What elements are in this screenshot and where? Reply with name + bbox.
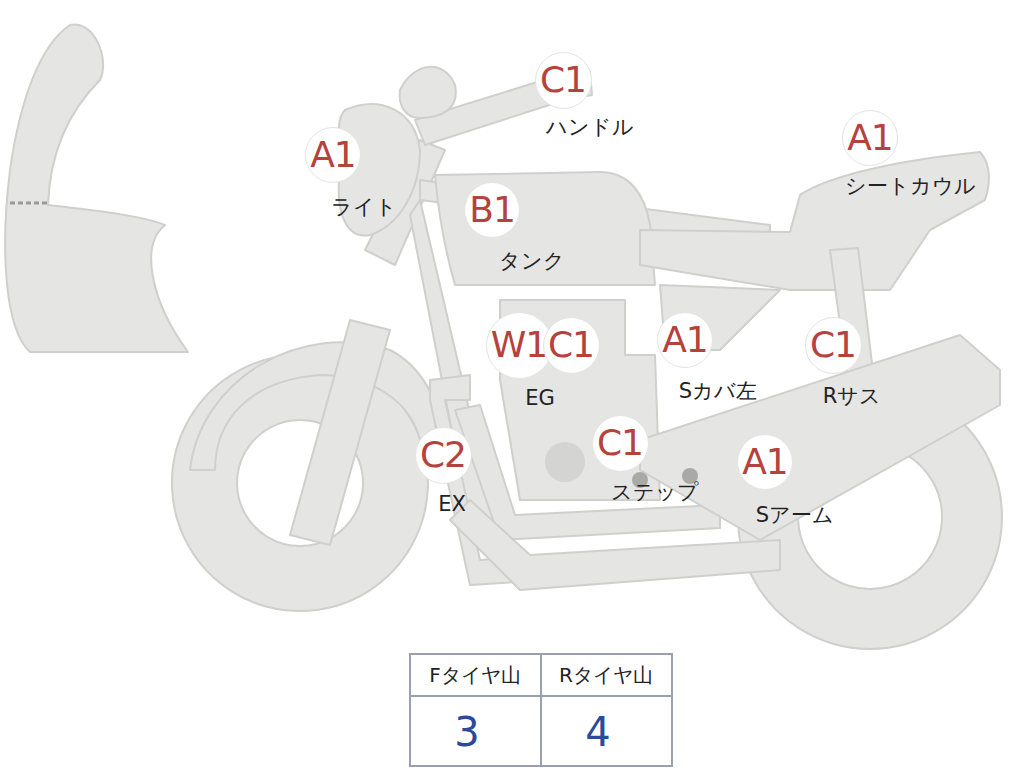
callout-node: C1 xyxy=(547,321,595,369)
callout-code: B1 xyxy=(469,192,515,228)
callout-circle: A1 xyxy=(305,127,361,183)
callout-node: B1タンク xyxy=(468,186,516,234)
part-name: シートカウル xyxy=(845,175,976,198)
callout-node: A1シートカウル xyxy=(846,114,894,162)
callout-code: C1 xyxy=(810,327,856,363)
part-name: タンク xyxy=(499,250,565,273)
table-value: 4 xyxy=(585,712,610,752)
callout-node: C1ステップ xyxy=(596,419,644,467)
callout-circle: C1 xyxy=(805,317,862,374)
callout-node: C2EX xyxy=(419,431,467,479)
callout-code: C2 xyxy=(420,437,466,473)
callout-circle: A1 xyxy=(657,312,713,368)
part-name: Rサス xyxy=(823,385,882,408)
part-name: ハンドル xyxy=(546,116,634,139)
callout-node: A1Sカバ左 xyxy=(661,316,709,364)
callout-code: A1 xyxy=(310,137,356,173)
part-name: EG xyxy=(525,388,555,409)
callout-code: A1 xyxy=(847,120,893,156)
callout-code: A1 xyxy=(662,322,708,358)
part-name: ライト xyxy=(331,196,397,219)
callout-node: W1 xyxy=(495,321,543,369)
callout-circle: C1 xyxy=(592,415,649,472)
callout-node: C1ハンドル xyxy=(539,56,587,104)
part-name: ステップ xyxy=(611,481,699,504)
callout-circle: C2 xyxy=(415,427,472,484)
callout-code: C1 xyxy=(597,425,643,461)
callout-code: C1 xyxy=(540,62,586,98)
table-value: 3 xyxy=(454,712,479,752)
table-header: Rタイヤ山 xyxy=(559,665,653,685)
callout-node: C1Rサス xyxy=(809,321,857,369)
callout-circle: B1 xyxy=(464,182,520,238)
callout-code: C1 xyxy=(548,327,594,363)
callout-node: A1Sアーム xyxy=(741,438,789,486)
callout-circle: C1 xyxy=(543,317,600,374)
table-header: Fタイヤ山 xyxy=(429,665,521,685)
callout-node: A1ライト xyxy=(309,131,357,179)
callout-circle: A1 xyxy=(737,434,793,490)
part-name: EX xyxy=(438,493,466,516)
callout-circle: C1 xyxy=(535,52,592,109)
callout-code: W1 xyxy=(491,327,548,363)
part-name: Sカバ左 xyxy=(679,380,757,403)
part-name: Sアーム xyxy=(756,504,834,527)
callout-code: A1 xyxy=(742,444,788,480)
callout-circle: A1 xyxy=(842,110,898,166)
